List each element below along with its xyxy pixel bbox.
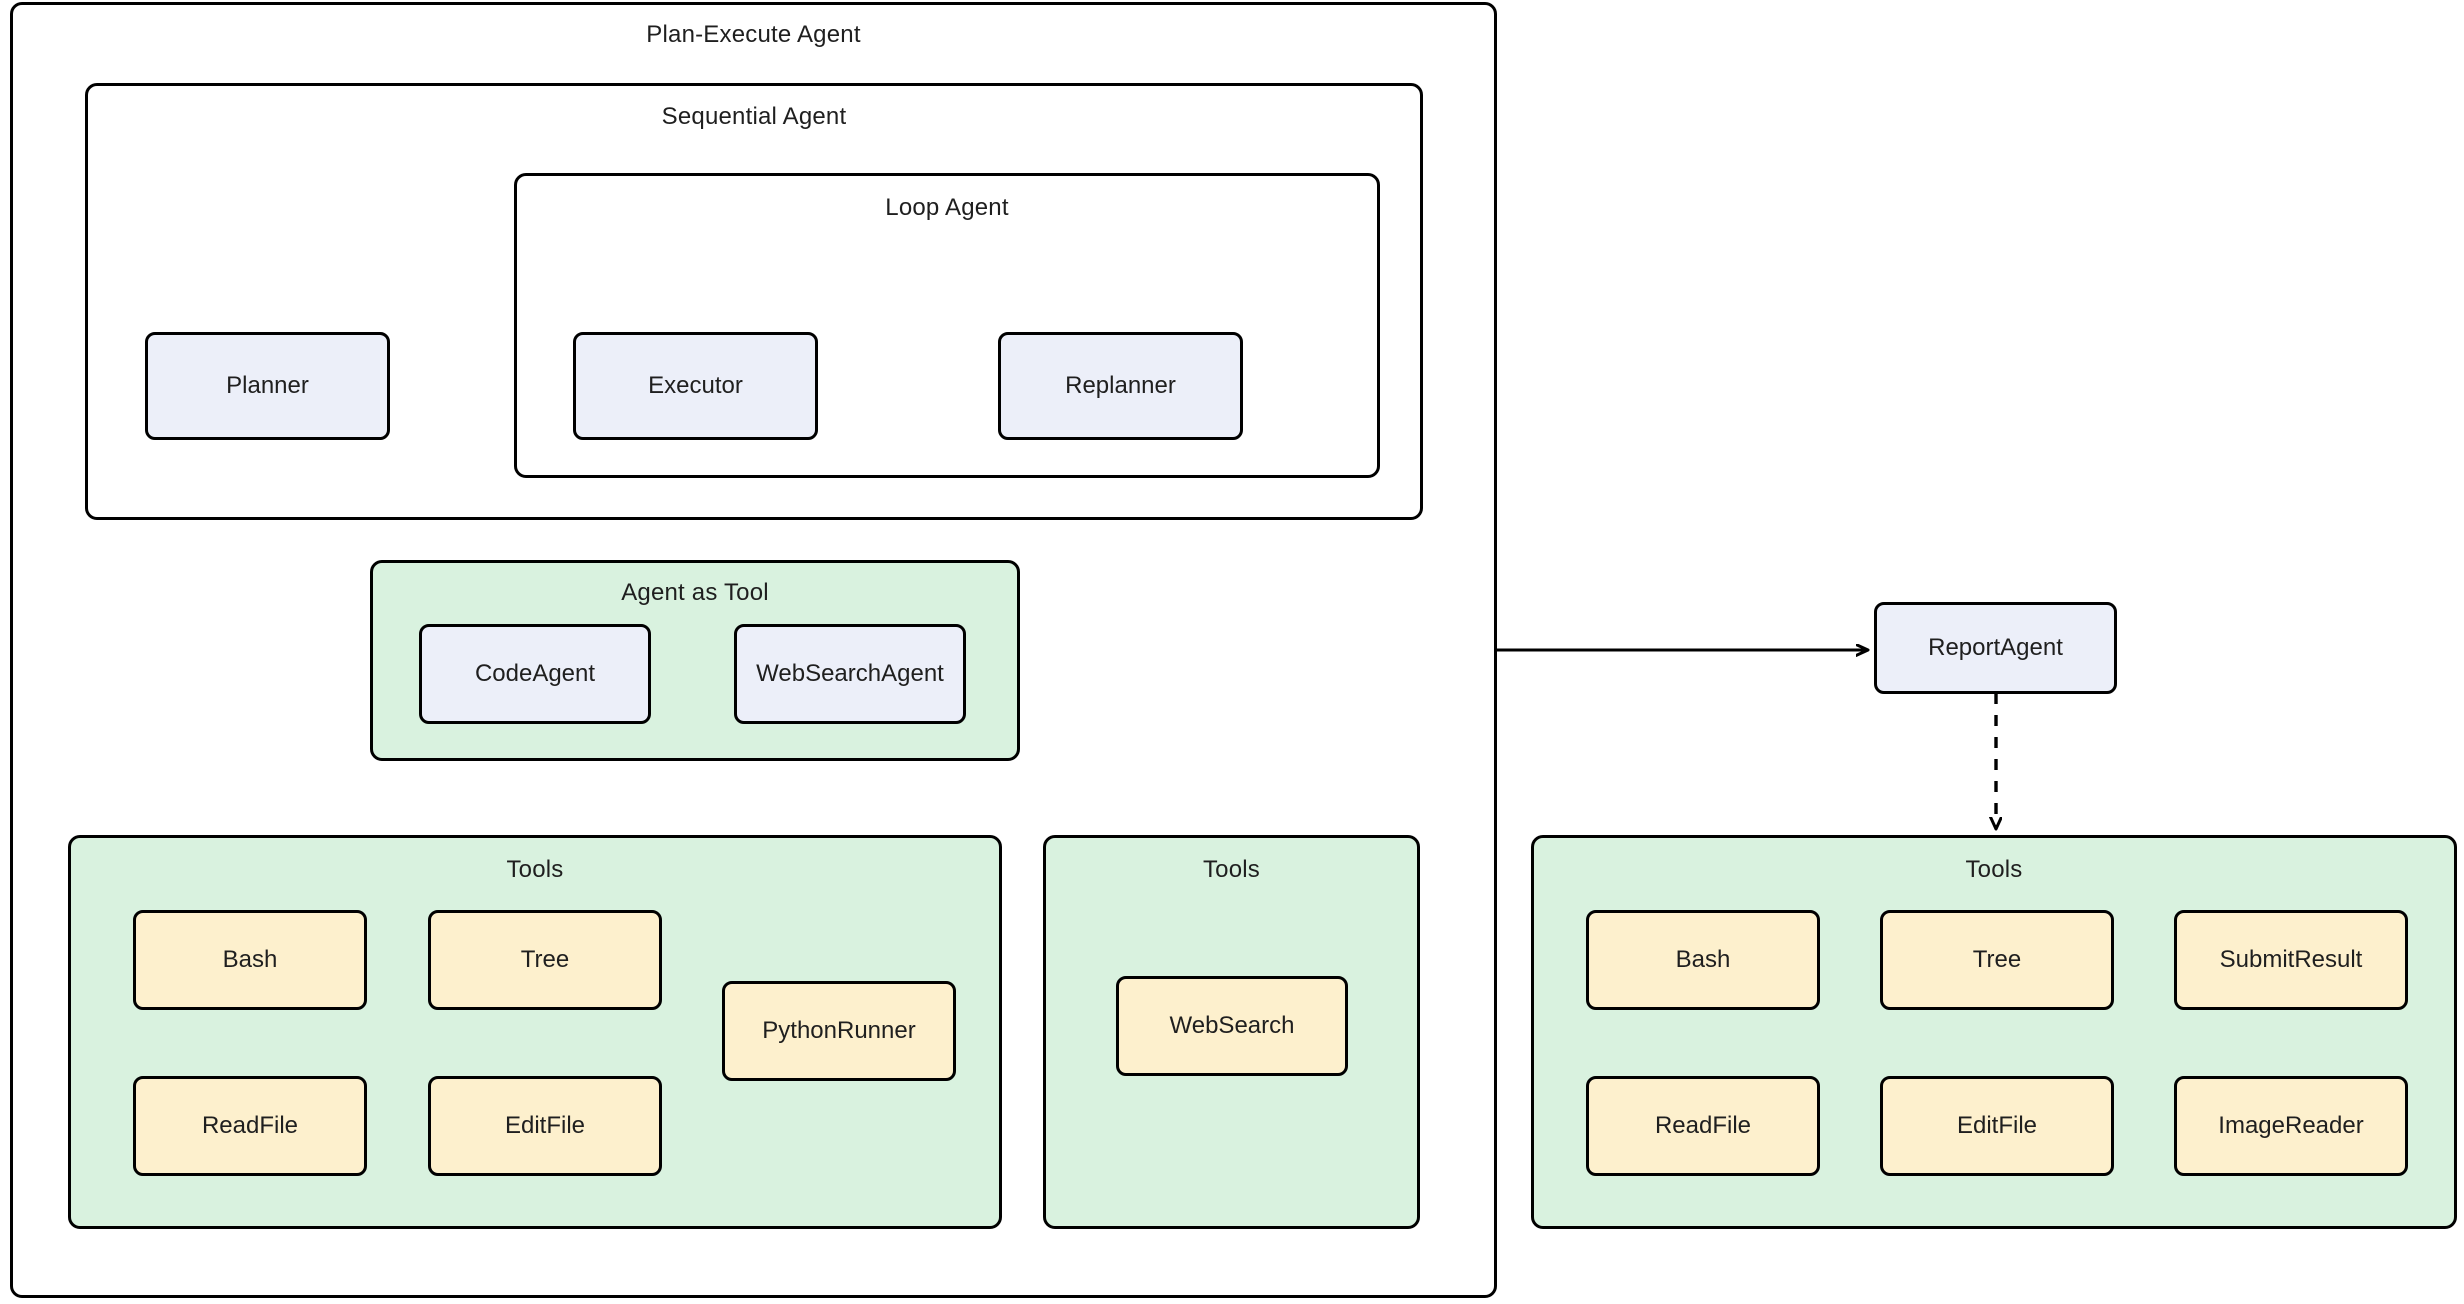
node-websearch-agent[interactable]: WebSearchAgent [734,624,966,724]
group-label-tools-websearch: Tools [1202,856,1261,883]
tool-tree-report[interactable]: Tree [1880,910,2114,1010]
node-planner[interactable]: Planner [145,332,390,440]
tool-pythonrunner-code[interactable]: PythonRunner [722,981,956,1081]
tool-websearch[interactable]: WebSearch [1116,976,1348,1076]
group-label-agent-as-tool: Agent as Tool [621,579,769,606]
tool-readfile-report[interactable]: ReadFile [1586,1076,1820,1176]
node-executor[interactable]: Executor [573,332,818,440]
tool-bash-report[interactable]: Bash [1586,910,1820,1010]
tool-submitresult-report[interactable]: SubmitResult [2174,910,2408,1010]
group-label-plan-execute-agent: Plan-Execute Agent [646,21,861,48]
tool-editfile-code[interactable]: EditFile [428,1076,662,1176]
group-label-tools-code: Tools [506,856,564,883]
group-label-loop-agent: Loop Agent [885,194,1009,221]
node-replanner[interactable]: Replanner [998,332,1243,440]
group-label-tools-report: Tools [1965,856,2023,883]
tool-bash-code[interactable]: Bash [133,910,367,1010]
tool-imagereader-report[interactable]: ImageReader [2174,1076,2408,1176]
tool-editfile-report[interactable]: EditFile [1880,1076,2114,1176]
tool-tree-code[interactable]: Tree [428,910,662,1010]
group-label-sequential-agent: Sequential Agent [661,103,847,130]
node-report-agent[interactable]: ReportAgent [1874,602,2117,694]
node-code-agent[interactable]: CodeAgent [419,624,651,724]
tool-readfile-code[interactable]: ReadFile [133,1076,367,1176]
